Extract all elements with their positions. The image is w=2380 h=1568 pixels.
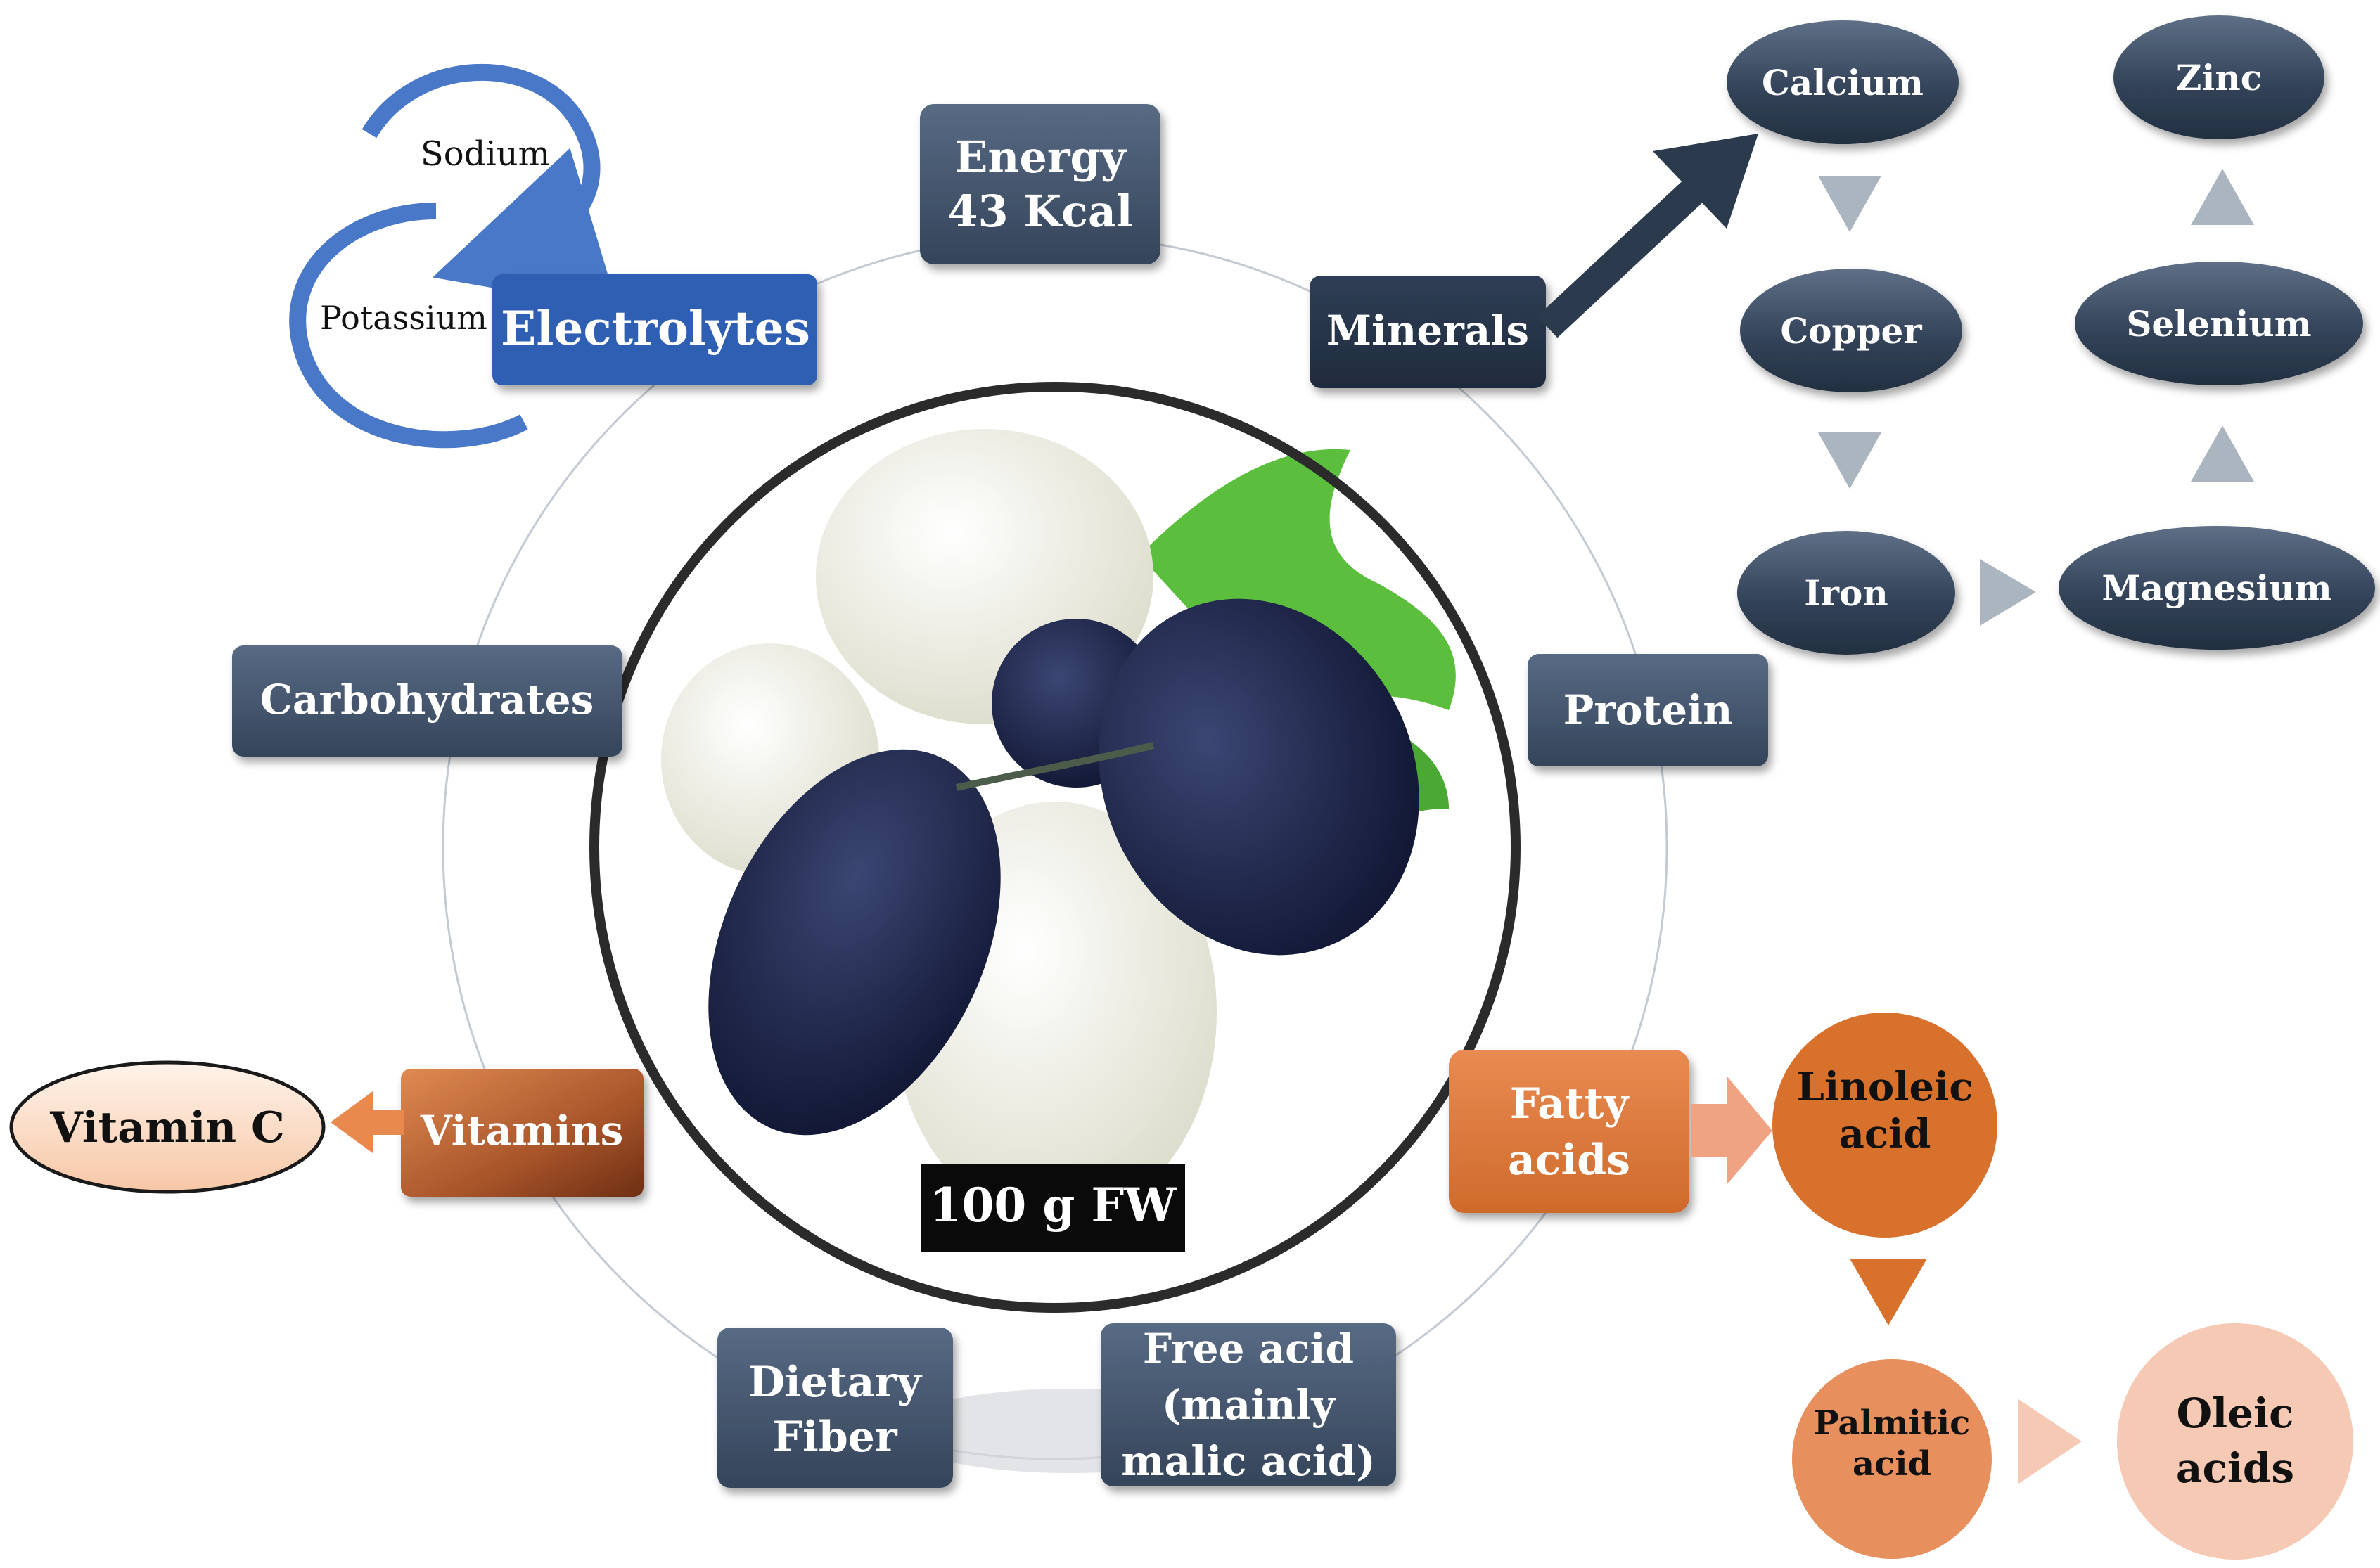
protein-label: Protein <box>1563 686 1733 734</box>
dietary-fiber-line2: Fiber <box>772 1413 898 1462</box>
arrow-copper-iron <box>1818 432 1881 489</box>
fatty-acids-node: Fatty acids <box>1449 1050 1689 1213</box>
fatty-palmitic-line1: Palmitic <box>1814 1403 1971 1443</box>
mineral-selenium-label: Selenium <box>2126 303 2311 345</box>
mineral-zinc: Zinc <box>2113 15 2324 139</box>
vitamins-arrow <box>331 1091 404 1153</box>
fatty-oleic-line2: acids <box>2176 1444 2294 1492</box>
center-label: 100 g FW <box>921 1164 1185 1252</box>
fatty-acids-line1: Fatty <box>1510 1079 1630 1129</box>
vitamin-c-oval: Vitamin C <box>9 1060 326 1194</box>
mineral-iron: Iron <box>1737 531 1955 655</box>
arrow-magnesium-selenium <box>2191 425 2254 482</box>
mulberry-image <box>615 408 1495 1287</box>
mineral-copper-label: Copper <box>1780 310 1922 352</box>
carbohydrates-label: Carbohydrates <box>260 676 594 724</box>
fatty-palmitic-line2: acid <box>1853 1444 1931 1484</box>
arrow-palmitic-oleic <box>2018 1399 2082 1484</box>
vitamin-c-label: Vitamin C <box>49 1103 284 1152</box>
mineral-iron-label: Iron <box>1804 572 1888 614</box>
electrolytes-node: Electrolytes <box>492 274 817 385</box>
potassium-label: Potassium <box>320 299 487 337</box>
vitamins-node: Vitamins <box>401 1069 644 1197</box>
center-circle <box>589 382 1521 1313</box>
mineral-magnesium-label: Magnesium <box>2101 567 2331 609</box>
mineral-copper: Copper <box>1740 269 1962 392</box>
sodium-label: Sodium <box>421 134 550 174</box>
electrolytes-cycle: Sodium Potassium <box>289 63 619 449</box>
free-acid-line3: malic acid) <box>1121 1437 1375 1485</box>
mineral-selenium: Selenium <box>2075 262 2363 385</box>
energy-label-line2: 43 Kcal <box>947 186 1132 237</box>
arrow-calcium-copper <box>1818 176 1881 232</box>
energy-node: Energy 43 Kcal <box>920 104 1160 264</box>
vitamins-label: Vitamins <box>420 1107 624 1155</box>
dietary-fiber-line1: Dietary <box>748 1358 923 1407</box>
fatty-palmitic: Palmitic acid <box>1792 1359 1992 1559</box>
protein-node: Protein <box>1528 654 1768 766</box>
fatty-linoleic-line1: Linoleic <box>1797 1064 1973 1110</box>
fatty-linoleic-line2: acid <box>1839 1111 1931 1157</box>
fatty-acids-line2: acids <box>1508 1136 1630 1185</box>
fatty-arrow <box>1691 1076 1772 1185</box>
free-acid-line2: (mainly <box>1162 1381 1337 1429</box>
free-acid-node: Free acid (mainly malic acid) <box>1101 1323 1396 1486</box>
minerals-arrow <box>1537 134 1758 338</box>
fatty-linoleic: Linoleic acid <box>1772 1013 1997 1238</box>
mineral-zinc-label: Zinc <box>2176 57 2262 98</box>
arrow-linoleic-palmitic <box>1850 1259 1927 1325</box>
fatty-oleic-line1: Oleic <box>2177 1389 2294 1437</box>
center-label-text: 100 g FW <box>930 1178 1177 1233</box>
minerals-label: Minerals <box>1326 307 1529 354</box>
arrow-iron-magnesium <box>1980 559 2036 626</box>
arrow-selenium-zinc <box>2191 169 2254 225</box>
carbohydrates-node: Carbohydrates <box>232 645 622 757</box>
minerals-node: Minerals <box>1310 276 1546 388</box>
dietary-fiber-node: Dietary Fiber <box>717 1328 953 1488</box>
mineral-calcium-label: Calcium <box>1762 62 1924 103</box>
energy-label-line1: Energy <box>954 131 1127 183</box>
electrolytes-label: Electrolytes <box>501 301 810 356</box>
mineral-magnesium: Magnesium <box>2059 526 2375 650</box>
free-acid-line1: Free acid <box>1143 1325 1354 1373</box>
mineral-calcium: Calcium <box>1727 20 1959 144</box>
fatty-oleic: Oleic acids <box>2117 1323 2353 1560</box>
